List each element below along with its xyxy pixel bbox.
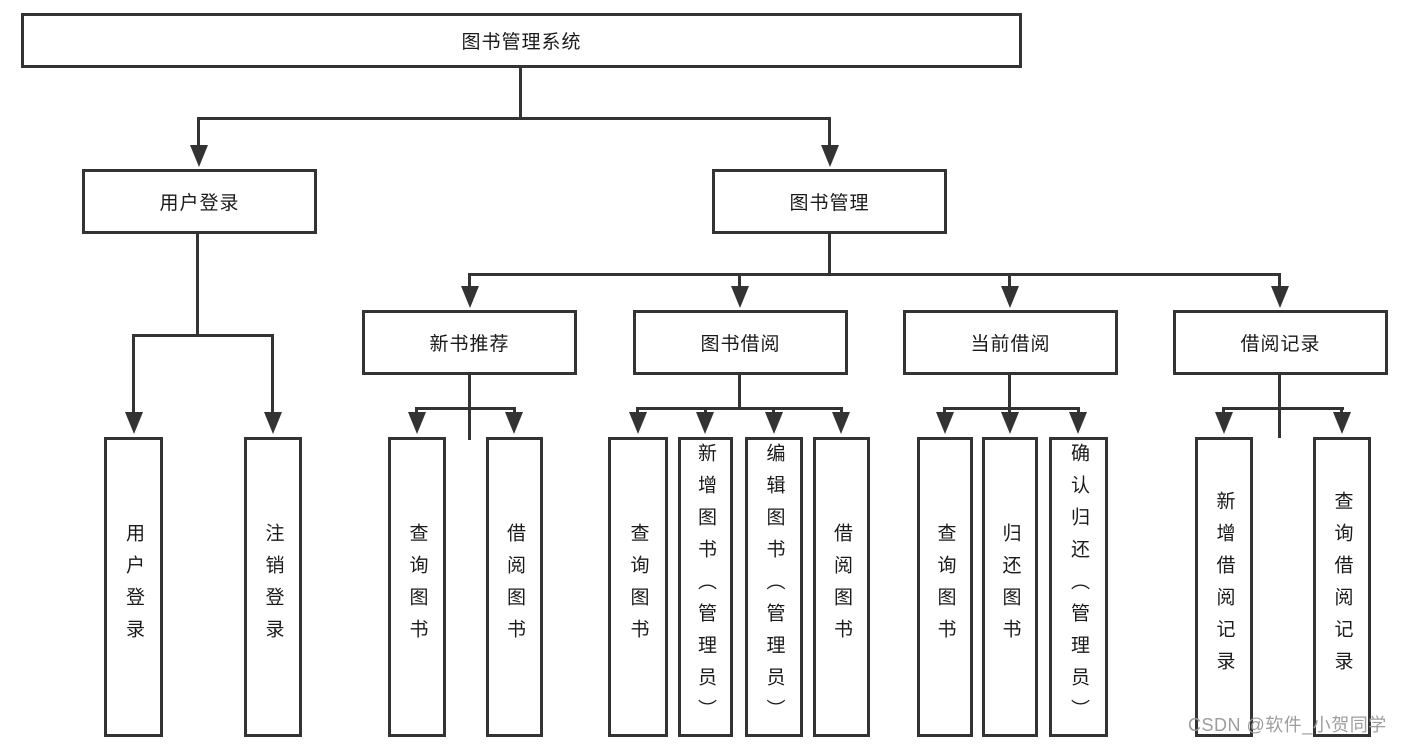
leaf-logout: 注销登录 bbox=[244, 437, 302, 737]
leaf-br-add-record-label: 新增借阅记录 bbox=[1213, 491, 1235, 683]
connector-drop-leaf-logout bbox=[271, 334, 274, 416]
leaf-nb-borrow-books: 借阅图书 bbox=[486, 437, 543, 737]
leaf-user-login-label: 用户登录 bbox=[123, 523, 144, 651]
connector-drop bbox=[636, 407, 639, 416]
node-user-login: 用户登录 bbox=[82, 169, 317, 234]
connector-current-borrow-stem bbox=[1008, 375, 1011, 412]
arrow-down-icon bbox=[1001, 286, 1019, 308]
leaf-br-query-record: 查询借阅记录 bbox=[1313, 437, 1371, 737]
connector-drop-book-borrow bbox=[738, 273, 741, 291]
connector-book-management-rail bbox=[468, 273, 1281, 276]
connector-new-book-recommend-rail bbox=[415, 407, 516, 410]
connector-user-login-rail bbox=[132, 334, 274, 337]
connector-user-login-stem bbox=[196, 234, 199, 337]
connector-drop-user-login bbox=[197, 117, 200, 150]
arrow-down-icon bbox=[1069, 412, 1087, 434]
connector-drop-new-book-recommend bbox=[468, 273, 471, 291]
node-current-borrow-label: 当前借阅 bbox=[970, 334, 1051, 355]
node-user-login-label: 用户登录 bbox=[159, 193, 240, 214]
node-new-book-recommend: 新书推荐 bbox=[362, 310, 577, 375]
leaf-cb-return-books: 归还图书 bbox=[982, 437, 1038, 737]
leaf-logout-label: 注销登录 bbox=[262, 523, 284, 651]
connector-drop bbox=[1077, 407, 1080, 416]
node-new-book-recommend-label: 新书推荐 bbox=[429, 334, 510, 355]
csdn-watermark: CSDN @软件_小贺同学 bbox=[1188, 715, 1387, 735]
arrow-down-icon bbox=[832, 412, 850, 434]
arrow-down-icon bbox=[125, 412, 143, 434]
node-current-borrow: 当前借阅 bbox=[903, 310, 1118, 375]
node-borrow-records: 借阅记录 bbox=[1173, 310, 1388, 375]
node-borrow-records-label: 借阅记录 bbox=[1240, 334, 1321, 355]
connector-drop bbox=[1222, 407, 1225, 416]
connector-current-borrow-rail bbox=[943, 407, 1080, 410]
connector-book-borrow-rail bbox=[636, 407, 843, 410]
arrow-down-icon bbox=[629, 412, 647, 434]
connector-drop bbox=[772, 407, 775, 416]
leaf-nb-query-books-label: 查询图书 bbox=[406, 523, 428, 651]
leaf-bb-query-books: 查询图书 bbox=[608, 437, 668, 737]
leaf-bb-add-books-admin-label: 新增图书（管理员） bbox=[695, 443, 716, 731]
node-book-borrow-label: 图书借阅 bbox=[700, 334, 781, 355]
leaf-nb-query-books: 查询图书 bbox=[388, 437, 446, 737]
connector-drop-borrow-records bbox=[1278, 273, 1281, 291]
leaf-bb-edit-books-admin-label: 编辑图书（管理员） bbox=[763, 443, 785, 731]
arrow-down-icon bbox=[190, 145, 208, 167]
leaf-br-add-record: 新增借阅记录 bbox=[1195, 437, 1253, 737]
connector-book-borrow-stem bbox=[738, 375, 741, 410]
leaf-cb-confirm-return-admin-label: 确认归还（管理员） bbox=[1068, 443, 1089, 731]
connector-borrow-records-rail bbox=[1222, 407, 1344, 410]
connector-drop bbox=[1340, 407, 1343, 416]
leaf-bb-query-books-label: 查询图书 bbox=[627, 523, 649, 651]
connector-drop-current-borrow bbox=[1008, 273, 1011, 291]
arrow-down-icon bbox=[264, 412, 282, 434]
arrow-down-icon bbox=[765, 412, 783, 434]
leaf-nb-borrow-books-label: 借阅图书 bbox=[504, 523, 525, 651]
connector-drop bbox=[840, 407, 843, 416]
connector-book-management-stem bbox=[828, 234, 831, 276]
arrow-down-icon bbox=[1333, 412, 1351, 434]
arrow-down-icon bbox=[505, 412, 523, 434]
connector-drop bbox=[415, 407, 418, 416]
connector-root-stem bbox=[519, 68, 522, 117]
connector-drop-leaf-user-login bbox=[132, 334, 135, 416]
arrow-down-icon bbox=[821, 145, 839, 167]
arrow-down-icon bbox=[461, 286, 479, 308]
leaf-br-query-record-label: 查询借阅记录 bbox=[1331, 491, 1353, 683]
leaf-bb-borrow-books: 借阅图书 bbox=[813, 437, 870, 737]
arrow-down-icon bbox=[731, 286, 749, 308]
arrow-down-icon bbox=[696, 412, 714, 434]
connector-borrow-records-stem bbox=[1278, 375, 1281, 438]
node-book-management-label: 图书管理 bbox=[789, 193, 870, 214]
leaf-cb-return-books-label: 归还图书 bbox=[999, 523, 1021, 651]
leaf-cb-query-books: 查询图书 bbox=[917, 437, 973, 737]
arrow-down-icon bbox=[1271, 286, 1289, 308]
leaf-user-login: 用户登录 bbox=[104, 437, 163, 737]
connector-drop bbox=[943, 407, 946, 416]
leaf-bb-borrow-books-label: 借阅图书 bbox=[831, 523, 852, 651]
connector-drop bbox=[513, 407, 516, 416]
connector-root-rail bbox=[197, 117, 831, 120]
connector-drop-book-management bbox=[828, 117, 831, 150]
node-root-system-label: 图书管理系统 bbox=[461, 32, 582, 53]
arrow-down-icon bbox=[936, 412, 954, 434]
arrow-down-icon bbox=[1215, 412, 1233, 434]
arrow-down-icon bbox=[408, 412, 426, 434]
leaf-bb-add-books-admin: 新增图书（管理员） bbox=[678, 437, 733, 737]
leaf-cb-query-books-label: 查询图书 bbox=[934, 523, 956, 651]
leaf-cb-confirm-return-admin: 确认归还（管理员） bbox=[1049, 437, 1108, 737]
node-book-borrow: 图书借阅 bbox=[633, 310, 848, 375]
node-root-system: 图书管理系统 bbox=[21, 13, 1022, 68]
node-book-management: 图书管理 bbox=[712, 169, 947, 234]
connector-drop bbox=[704, 407, 707, 416]
arrow-down-icon bbox=[1001, 412, 1019, 434]
leaf-bb-edit-books-admin: 编辑图书（管理员） bbox=[745, 437, 803, 737]
